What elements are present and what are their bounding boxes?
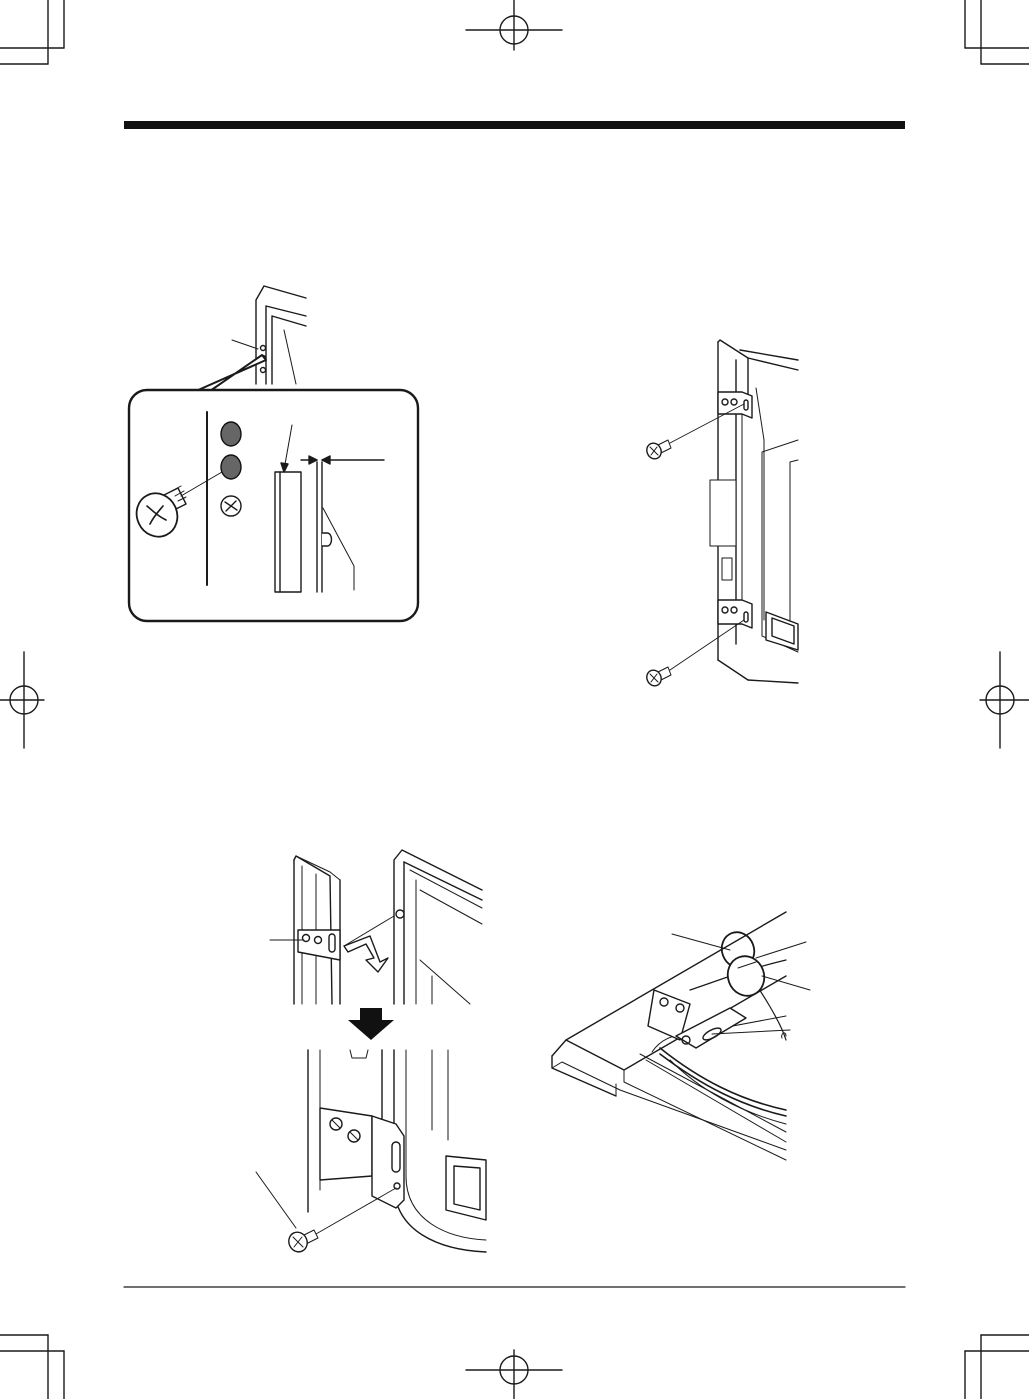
panel-corner-screw-hole-detail bbox=[127, 285, 420, 623]
bracket-upper bbox=[717, 391, 753, 419]
crop-mark-top-left bbox=[0, 0, 65, 65]
cable-clamp bbox=[726, 955, 766, 997]
down-arrow-icon bbox=[348, 1008, 394, 1040]
registration-mark-bottom bbox=[465, 1349, 563, 1399]
registration-mark-top bbox=[465, 0, 563, 51]
crop-mark-bottom-right bbox=[964, 1334, 1029, 1399]
callout-leader bbox=[761, 975, 811, 991]
registration-mark-left bbox=[0, 651, 45, 749]
screw-leader bbox=[669, 619, 745, 671]
screw-leader bbox=[315, 1187, 397, 1235]
crop-mark-bottom-left bbox=[0, 1334, 65, 1399]
panel-corner bbox=[255, 285, 307, 385]
screw-hole bbox=[220, 454, 242, 480]
callout-leader bbox=[711, 1029, 791, 1035]
registration-mark-right bbox=[979, 651, 1029, 749]
callout-leader bbox=[255, 1171, 297, 1229]
hook-arrow-icon bbox=[343, 935, 389, 973]
panel-corner bbox=[393, 849, 483, 1005]
screw-leader bbox=[669, 403, 745, 444]
crop-mark-top-right bbox=[964, 0, 1029, 65]
screw-leader bbox=[180, 471, 223, 497]
screw-icon bbox=[646, 666, 672, 687]
callout-leader bbox=[671, 933, 731, 951]
screw-hole bbox=[220, 421, 242, 447]
hook-bracket-onto-panel bbox=[255, 849, 487, 1253]
screw-icon bbox=[135, 485, 187, 538]
callout-leader bbox=[231, 339, 259, 350]
callout-leader bbox=[755, 941, 807, 959]
top-rule bbox=[124, 121, 905, 129]
installed-screw-head bbox=[220, 495, 242, 517]
stand-column bbox=[293, 855, 341, 1005]
cable-clamp-on-bracket bbox=[551, 911, 811, 1161]
bezel-cross-section bbox=[274, 424, 385, 593]
detail-callout-box bbox=[127, 388, 420, 623]
bracket-lower bbox=[717, 599, 753, 629]
screw-icon bbox=[288, 1229, 319, 1253]
bracket-screw-attachment bbox=[646, 339, 799, 687]
assembled-bracket-view bbox=[307, 1049, 487, 1253]
screw-icon bbox=[646, 439, 672, 460]
